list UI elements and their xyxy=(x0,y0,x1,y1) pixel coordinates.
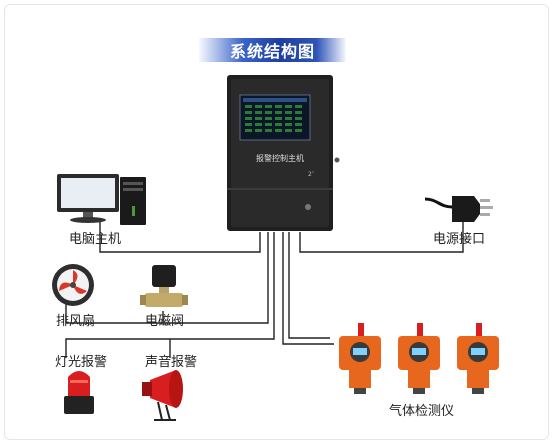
line-detectors xyxy=(282,232,334,345)
siren-icon xyxy=(142,370,183,421)
exhaust-fan-icon xyxy=(52,264,94,306)
label-computer: 电脑主机 xyxy=(69,232,122,247)
label-exhaust-fan: 排风扇 xyxy=(56,314,96,329)
line-detectors-2 xyxy=(288,232,330,339)
gas-detector-1 xyxy=(339,323,381,394)
diagram-title: 系统结构图 xyxy=(199,38,346,62)
label-solenoid-valve: 电磁阀 xyxy=(145,314,185,329)
solenoid-valve-icon xyxy=(140,265,188,307)
warning-light-icon xyxy=(64,371,94,414)
label-light-alarm: 灯光报警 xyxy=(55,355,108,370)
line-computer xyxy=(99,222,261,253)
power-plug-icon xyxy=(424,196,493,222)
gas-detector-3 xyxy=(457,323,499,394)
label-sound-alarm: 声音报警 xyxy=(145,355,198,370)
controller-panel-label: 报警控制主机 xyxy=(256,153,304,163)
computer-icon xyxy=(57,174,146,225)
controller-small-label: 2″ xyxy=(308,171,315,178)
label-power: 电源接口 xyxy=(433,232,486,247)
gas-detector-2 xyxy=(398,323,440,394)
key-lock-icon xyxy=(305,204,311,210)
line-power xyxy=(299,222,464,253)
connection-lines xyxy=(65,222,464,358)
alarm-controller: 报警控制主机 2″ xyxy=(227,75,340,231)
line-fan-valve xyxy=(65,232,269,324)
diagram-frame xyxy=(4,4,549,440)
label-gas-detector: 气体检测仪 xyxy=(389,404,455,419)
